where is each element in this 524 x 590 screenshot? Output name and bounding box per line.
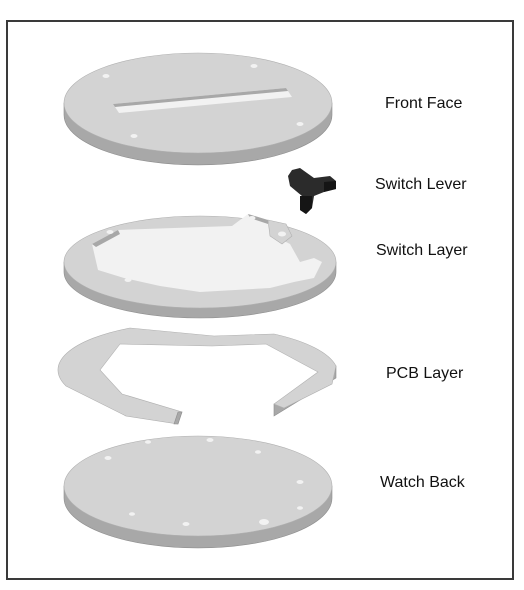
label-pcb-layer: PCB Layer [386, 365, 464, 382]
label-switch-lever: Switch Lever [375, 176, 467, 193]
label-front-face: Front Face [385, 95, 462, 112]
label-switch-layer: Switch Layer [376, 242, 468, 259]
label-watch-back: Watch Back [380, 474, 466, 491]
front-face-plate [63, 52, 333, 166]
switch-layer-plate [63, 214, 337, 319]
switch-lever-part [288, 168, 336, 214]
pcb-layer-plate [57, 327, 337, 425]
watch-back-plate [63, 435, 333, 549]
